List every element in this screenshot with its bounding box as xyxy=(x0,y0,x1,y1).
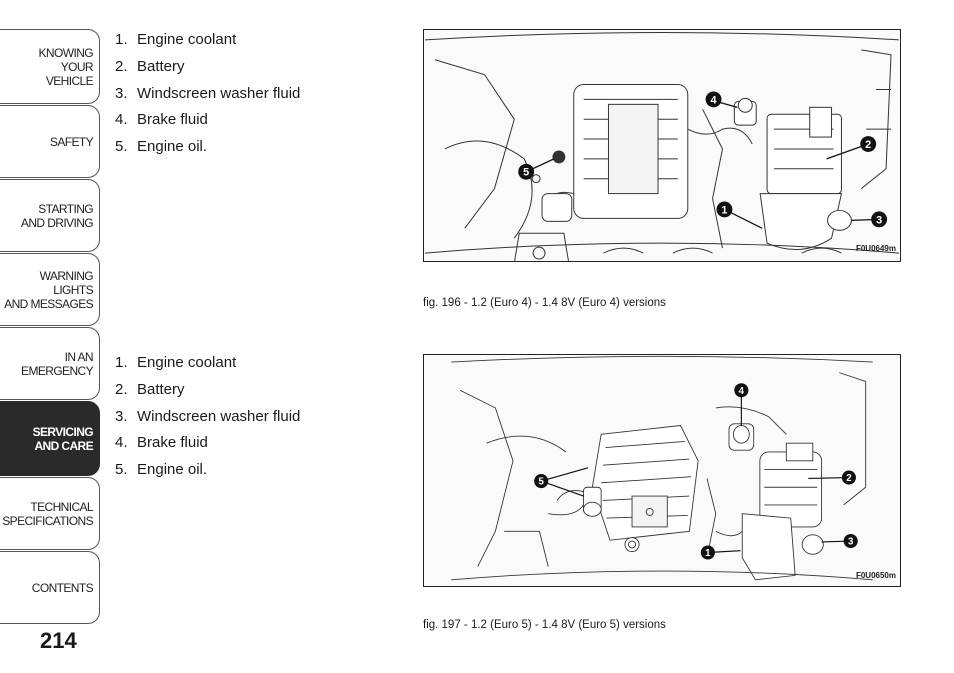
list-item: 1.Engine coolant xyxy=(115,354,237,371)
tab-warning-lights[interactable]: WARNING LIGHTS AND MESSAGES xyxy=(0,253,100,326)
figure-code: F0U0650m xyxy=(855,571,896,580)
callout-2: 2 xyxy=(860,136,877,152)
list-item: 2.Battery xyxy=(115,57,185,75)
list-item: 2.Battery xyxy=(115,380,185,398)
figure-caption: fig. 197 - 1.2 (Euro 5) - 1.4 8V (Euro 5… xyxy=(423,619,666,631)
svg-text:2: 2 xyxy=(846,473,851,484)
svg-text:3: 3 xyxy=(876,214,882,226)
tab-safety[interactable]: SAFETY xyxy=(0,105,100,178)
engine-bay-illustration: 1 2 3 4 5 xyxy=(451,355,873,581)
callout-5: 5 xyxy=(518,163,535,180)
engine-bay-figure-196: 1 2 3 4 5 F0U0649m xyxy=(423,29,901,262)
svg-text:1: 1 xyxy=(705,548,711,559)
tab-knowing-your-vehicle[interactable]: KNOWING YOUR VEHICLE xyxy=(0,29,100,104)
figure-caption: fig. 196 - 1.2 (Euro 4) - 1.4 8V (Euro 4… xyxy=(423,297,666,309)
callout-1: 1 xyxy=(716,201,733,218)
engine-bay-figure-197: 1 2 3 4 5 F0U0650m xyxy=(423,354,901,587)
list-item: 4.Brake fluid xyxy=(115,434,208,452)
figure-code: F0U0649m xyxy=(855,244,896,253)
engine-bay-illustration: 1 2 3 4 5 xyxy=(425,31,899,261)
page-number: 214 xyxy=(40,628,77,653)
component-list-2: 1.Engine coolant 2.Battery 3.Windscreen … xyxy=(115,350,300,484)
callout-4: 4 xyxy=(734,383,749,398)
list-item: 5.Engine oil. xyxy=(115,138,208,156)
callout-1: 1 xyxy=(700,545,715,560)
callout-4: 4 xyxy=(705,91,722,108)
tab-servicing-and-care[interactable]: SERVICING AND CARE xyxy=(0,401,100,476)
callout-3: 3 xyxy=(843,533,858,549)
svg-text:5: 5 xyxy=(523,167,529,179)
list-item: 5.Engine oil. xyxy=(115,461,208,479)
svg-text:4: 4 xyxy=(739,386,745,397)
tab-starting-and-driving[interactable]: STARTING AND DRIVING xyxy=(0,179,100,252)
tab-technical-specifications[interactable]: TECHNICAL SPECIFICATIONS xyxy=(0,477,100,550)
svg-text:5: 5 xyxy=(539,477,545,488)
component-list-1: 1.Engine coolant 2.Battery 3.Windscreen … xyxy=(115,27,300,161)
tab-contents[interactable]: CONTENTS xyxy=(0,551,100,624)
callout-2: 2 xyxy=(841,470,856,485)
callout-3: 3 xyxy=(871,211,888,228)
chapter-sidebar: KNOWING YOUR VEHICLE SAFETY STARTING AND… xyxy=(0,0,102,673)
svg-text:1: 1 xyxy=(721,204,727,216)
list-item: 3.Windscreen washer fluid xyxy=(115,84,301,102)
list-item: 1.Engine coolant xyxy=(115,31,237,48)
svg-text:4: 4 xyxy=(711,94,717,106)
tab-in-an-emergency[interactable]: IN AN EMERGENCY xyxy=(0,327,100,400)
svg-text:2: 2 xyxy=(865,139,871,151)
svg-text:3: 3 xyxy=(848,537,854,548)
list-item: 3.Windscreen washer fluid xyxy=(115,407,301,425)
callout-5: 5 xyxy=(534,474,549,489)
list-item: 4.Brake fluid xyxy=(115,111,208,129)
